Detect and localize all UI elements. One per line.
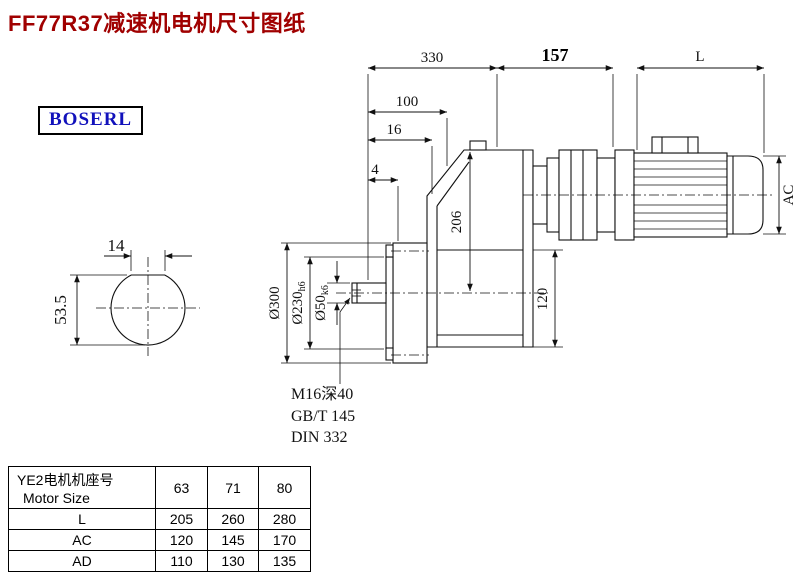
table-header-cell: YE2电机机座号 Motor Size	[8, 466, 156, 509]
dim-330-label: 330	[421, 50, 444, 66]
table-cell: 120	[155, 529, 208, 551]
row-label: AC	[8, 529, 156, 551]
table-cell: 110	[155, 550, 208, 572]
size-col-80: 80	[258, 466, 311, 509]
table-cell: 260	[207, 508, 259, 530]
input-motor	[532, 136, 764, 241]
dim-dia50-label: Ø50	[313, 295, 329, 321]
table-cell: 145	[207, 529, 259, 551]
svg-text:Ø230h6: Ø230h6	[290, 281, 308, 324]
table-cell: 130	[207, 550, 259, 572]
motor-fins	[634, 160, 727, 230]
table-row-AD: AD 110 130 135	[8, 550, 311, 572]
dim-16-label: 16	[387, 122, 403, 138]
main-view	[336, 136, 774, 364]
mounting-flange	[385, 242, 429, 364]
table-header-en: Motor Size	[23, 489, 90, 506]
dim-4-label: 4	[371, 162, 379, 178]
dim-dia50-tolerance: k6	[320, 285, 331, 295]
technical-drawing: 14 53.5	[51, 45, 797, 446]
page-title: FF77R37减速机电机尺寸图纸	[8, 11, 306, 36]
table-cell: 170	[258, 529, 311, 551]
dim-dia230-tolerance: h6	[297, 281, 308, 291]
dim-L-label: L	[695, 49, 704, 65]
row-label: L	[8, 508, 156, 530]
dim-AC-label: AC	[781, 185, 797, 206]
dim-dia230-label: Ø230	[290, 291, 306, 324]
size-col-71: 71	[207, 466, 259, 509]
shaft-section-hatch	[110, 274, 186, 346]
tap-leader-line	[339, 297, 351, 384]
shaft-section-view: 14 53.5	[51, 236, 200, 356]
dim-100-label: 100	[396, 94, 419, 110]
note-gbt145: GB/T 145	[291, 408, 355, 425]
dim-157-label: 157	[542, 45, 569, 65]
dim-206-label: 206	[449, 210, 465, 233]
note-tap: M16深40	[291, 385, 353, 403]
dim-dia300-label: Ø300	[267, 286, 283, 319]
gear-housing	[426, 140, 534, 348]
svg-text:Ø50k6: Ø50k6	[313, 285, 331, 321]
flange-spigot	[385, 256, 394, 350]
housing-plug	[469, 140, 487, 151]
brand-logo: BOSERL	[38, 106, 144, 135]
flange-bolt-bottom	[385, 347, 394, 361]
dim-120-label: 120	[535, 288, 551, 311]
table-row-AC: AC 120 145 170	[8, 529, 311, 551]
dim-keywidth-label: 14	[108, 236, 126, 255]
table-row-L: L 205 260 280	[8, 508, 311, 530]
motor-size-table: YE2电机机座号 Motor Size 63 71 80 L 205 260 2…	[8, 466, 311, 572]
dim-keyheight-label: 53.5	[51, 295, 70, 325]
size-col-63: 63	[155, 466, 208, 509]
note-din332: DIN 332	[291, 429, 347, 446]
table-cell: 280	[258, 508, 311, 530]
terminal-box	[651, 136, 699, 154]
table-cell: 205	[155, 508, 208, 530]
table-header-row: YE2电机机座号 Motor Size 63 71 80	[8, 466, 311, 509]
table-cell: 135	[258, 550, 311, 572]
row-label: AD	[8, 550, 156, 572]
table-header-cn: YE2电机机座号	[17, 471, 114, 488]
dimensions: 330 157 L 100 16 4 Ø300 Ø230h6 Ø5	[267, 45, 797, 446]
